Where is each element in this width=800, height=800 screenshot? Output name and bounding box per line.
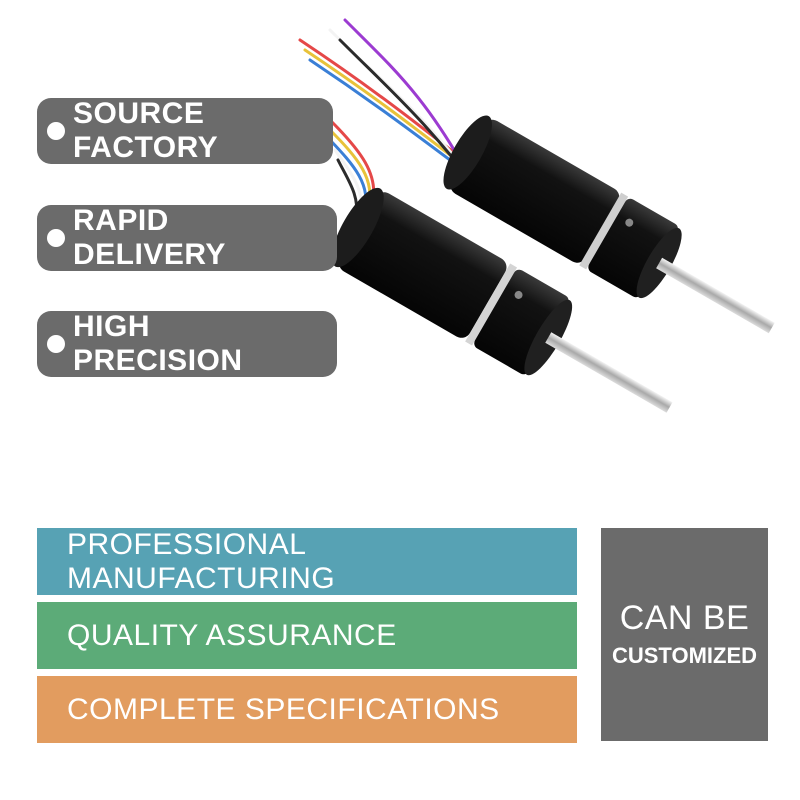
motor-left bbox=[331, 187, 673, 413]
bar-label: COMPLETE SPECIFICATIONS bbox=[67, 692, 500, 726]
bullet-dot-icon bbox=[47, 229, 65, 247]
bar-label: QUALITY ASSURANCE bbox=[67, 618, 397, 652]
bar-professional-manufacturing: PROFESSIONAL MANUFACTURING bbox=[37, 528, 577, 595]
feature-label: SOURCE FACTORY bbox=[73, 97, 219, 164]
wire-bundle bbox=[298, 18, 482, 220]
bullet-dot-icon bbox=[47, 122, 65, 140]
bar-complete-specifications: COMPLETE SPECIFICATIONS bbox=[37, 676, 577, 743]
feature-pill-rapid-delivery: RAPID DELIVERY bbox=[37, 204, 337, 271]
customization-line-1: CAN BE bbox=[619, 598, 750, 637]
customization-line-2: CUSTOMIZED bbox=[611, 642, 758, 668]
feature-pill-high-precision: HIGH PRECISION bbox=[37, 310, 337, 377]
motor-right bbox=[443, 115, 775, 334]
feature-label: HIGH PRECISION bbox=[73, 310, 243, 377]
bar-label: PROFESSIONAL MANUFACTURING bbox=[67, 527, 336, 595]
customization-box: CAN BE CUSTOMIZED bbox=[601, 528, 768, 741]
bar-quality-assurance: QUALITY ASSURANCE bbox=[37, 602, 577, 669]
feature-label: RAPID DELIVERY bbox=[73, 204, 226, 271]
bullet-dot-icon bbox=[47, 335, 65, 353]
feature-pill-source-factory: SOURCE FACTORY bbox=[37, 97, 333, 164]
